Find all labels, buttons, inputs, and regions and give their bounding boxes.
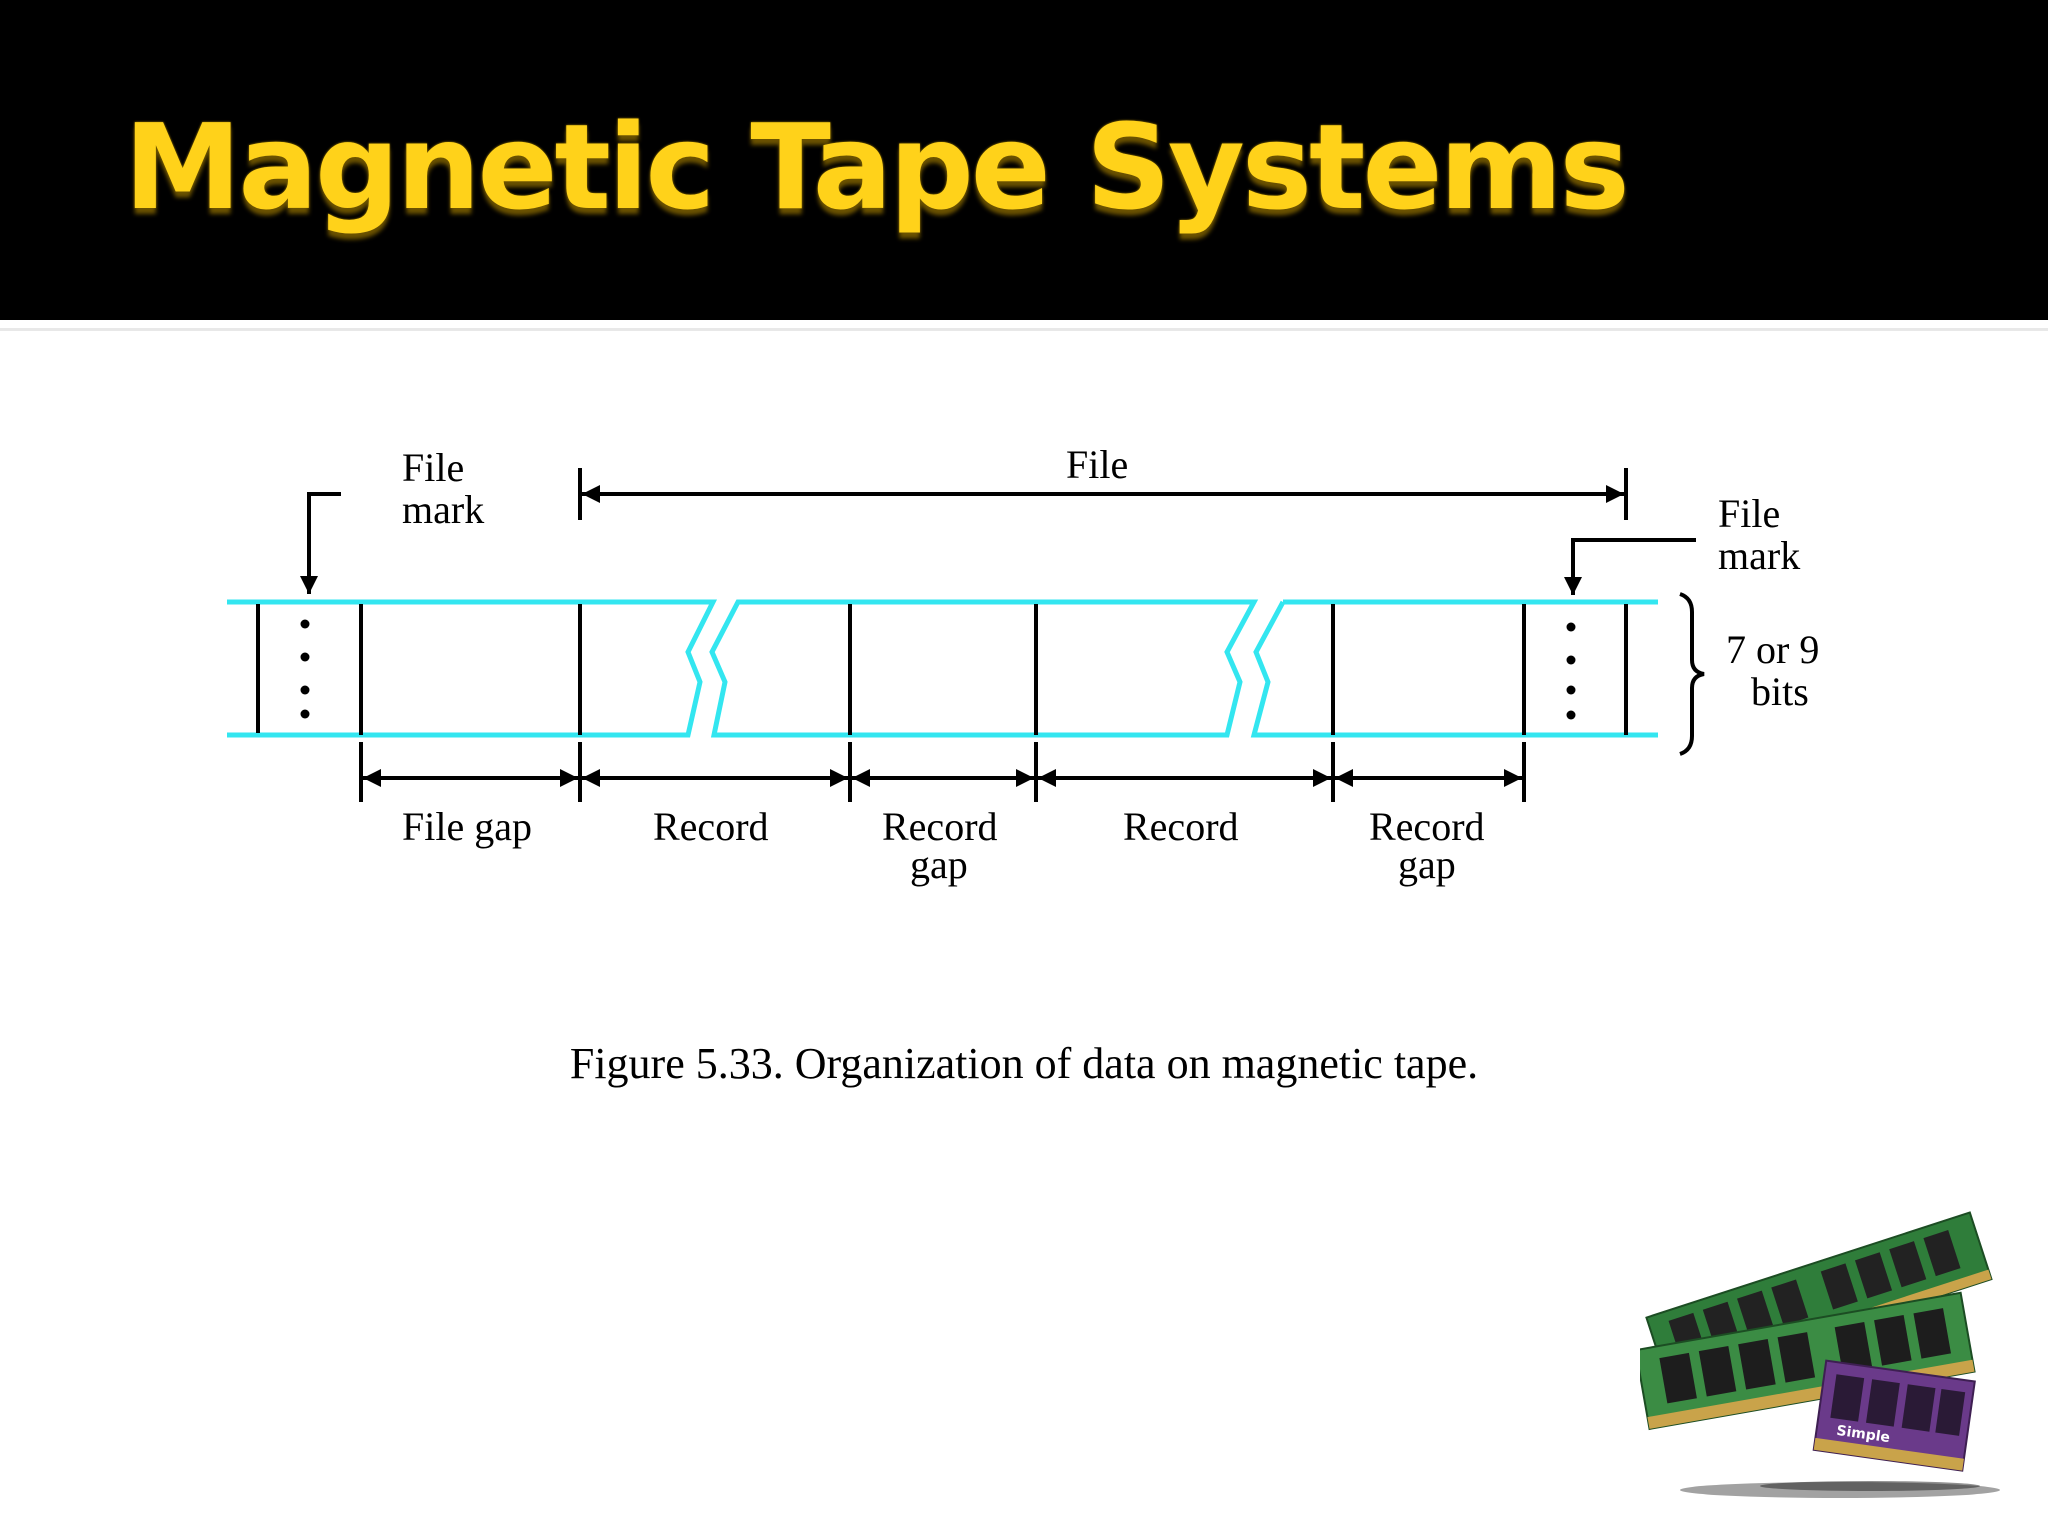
tape-segment-1 [227,599,718,738]
record-gap-label-2b: gap [1398,842,1456,887]
tape-segment-2 [709,599,1259,738]
file-label: File [1066,442,1128,487]
bits-label-2: bits [1751,669,1809,714]
file-mark-pointer-right [1564,538,1696,595]
tape-outline [227,599,1658,738]
record-gap-label-2a: Record [1369,804,1485,849]
ram-modules-icon: Simple [1640,1211,2000,1498]
file-mark-pointers [300,492,1696,595]
record-label-2: Record [1123,804,1239,849]
file-mark-left-label-1: File [402,445,464,490]
figure-caption: Figure 5.33. Organization of data on mag… [569,1039,1479,1088]
file-mark-dots [300,619,1576,720]
bits-brace [1679,592,1705,756]
file-mark-pointer-left [300,492,341,594]
file-mark-left-label-2: mark [402,487,484,532]
title-bar [0,0,2048,320]
record-label-1: Record [653,804,769,849]
tape-boundaries [256,604,1628,735]
record-gap-label-1b: gap [910,842,968,887]
file-mark-right-label-2: mark [1718,533,1800,578]
tape-segment-3 [1250,599,1658,738]
ram-brand-label: Simple [1835,1423,1891,1446]
file-span-arrow [578,468,1628,520]
file-gap-label: File gap [402,804,532,849]
gap-arrows [359,742,1526,802]
file-mark-right-label-1: File [1718,491,1780,536]
title-divider [0,328,2048,331]
slide-title: Magnetic Tape Systems [124,98,1630,236]
record-gap-label-1a: Record [882,804,998,849]
bits-label-1: 7 or 9 [1726,627,1819,672]
